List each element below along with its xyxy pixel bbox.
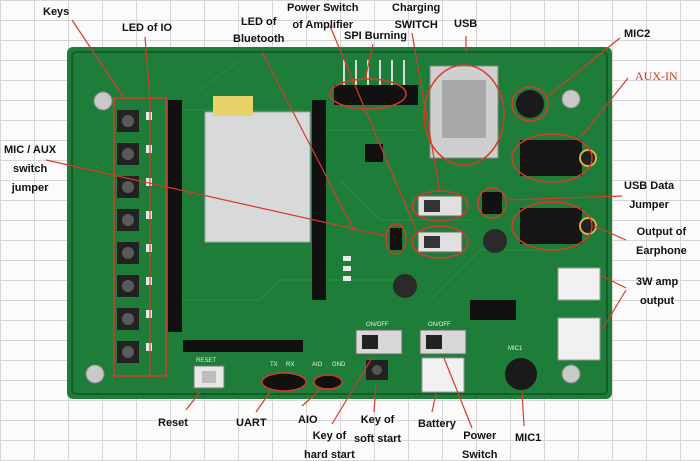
label-3w-amp-output: 3W amp output <box>636 276 679 307</box>
battery-connector <box>421 357 465 393</box>
silk-rx: RX <box>286 362 294 368</box>
label-mic1: MIC1 <box>515 432 542 444</box>
silk-onoff-right: ON/OFF <box>428 322 451 328</box>
mic-aux-jumper <box>390 228 402 250</box>
pin-header-right <box>312 100 326 300</box>
bluetooth-leds <box>343 256 351 281</box>
label-keys: Keys <box>43 6 70 18</box>
label-led-bluetooth: LED of Bluetooth <box>233 16 285 45</box>
io-leds <box>146 112 152 351</box>
label-mic-aux-jumper: MIC / AUX switch jumper <box>4 144 57 194</box>
label-battery: Battery <box>418 418 456 430</box>
silk-gnd: GND <box>332 362 346 368</box>
label-led-io: LED of IO <box>122 22 173 34</box>
label-charging-switch: Charging SWITCH <box>392 2 441 31</box>
amp-chip <box>470 300 516 320</box>
pin-header-bottom <box>183 340 303 352</box>
label-spi-burning: SPI Burning <box>344 30 407 42</box>
leader-lines <box>45 19 629 429</box>
label-uart: UART <box>236 417 267 429</box>
silk-onoff-left: ON/OFF <box>366 322 389 328</box>
label-key-soft-start: Key of soft start <box>354 414 402 445</box>
label-usb-data-jumper: USB Data Jumper <box>624 180 675 211</box>
spi-highlight <box>329 78 407 110</box>
silk-tx: TX <box>270 362 278 368</box>
aio-header <box>313 374 343 390</box>
amp-output-connector-2 <box>557 317 601 361</box>
label-reset: Reset <box>158 417 188 429</box>
mic2-capsule <box>516 90 544 118</box>
screw-top-right <box>561 89 581 109</box>
screw-top-left <box>93 91 113 111</box>
antenna-area <box>213 96 253 116</box>
capacitor-1 <box>483 229 507 253</box>
label-mic2: MIC2 <box>624 28 651 40</box>
label-usb: USB <box>454 18 478 30</box>
keys-highlight <box>113 97 167 377</box>
key-buttons <box>117 110 139 363</box>
amp-output-connector-1 <box>557 267 601 301</box>
label-aio: AIO <box>298 414 318 426</box>
screw-bottom-right <box>561 364 581 384</box>
silk-mic1: MIC1 <box>508 346 523 352</box>
mic1-capsule <box>505 358 537 390</box>
label-power-switch: Power Switch <box>462 430 498 461</box>
aux-in-jack <box>520 140 582 176</box>
chip-small <box>365 144 383 162</box>
uart-header <box>261 372 307 392</box>
screw-bottom-left <box>85 364 105 384</box>
label-output-earphone: Output of Earphone <box>636 226 687 257</box>
label-key-hard-start: Key of hard start <box>304 430 355 461</box>
silk-reset: RESET <box>196 358 216 364</box>
usb-highlight <box>423 64 505 166</box>
silk-aio: AIO <box>312 362 323 368</box>
label-power-switch-amplifier: Power Switch of Amplifier <box>287 2 359 31</box>
label-aux-in: AUX-IN <box>635 69 678 83</box>
pin-header-left <box>168 100 182 332</box>
earphone-jack <box>520 208 582 244</box>
usb-data-jumper <box>482 192 502 214</box>
bluetooth-module <box>204 111 311 243</box>
capacitor-2 <box>393 274 417 298</box>
spi-header <box>334 85 418 105</box>
